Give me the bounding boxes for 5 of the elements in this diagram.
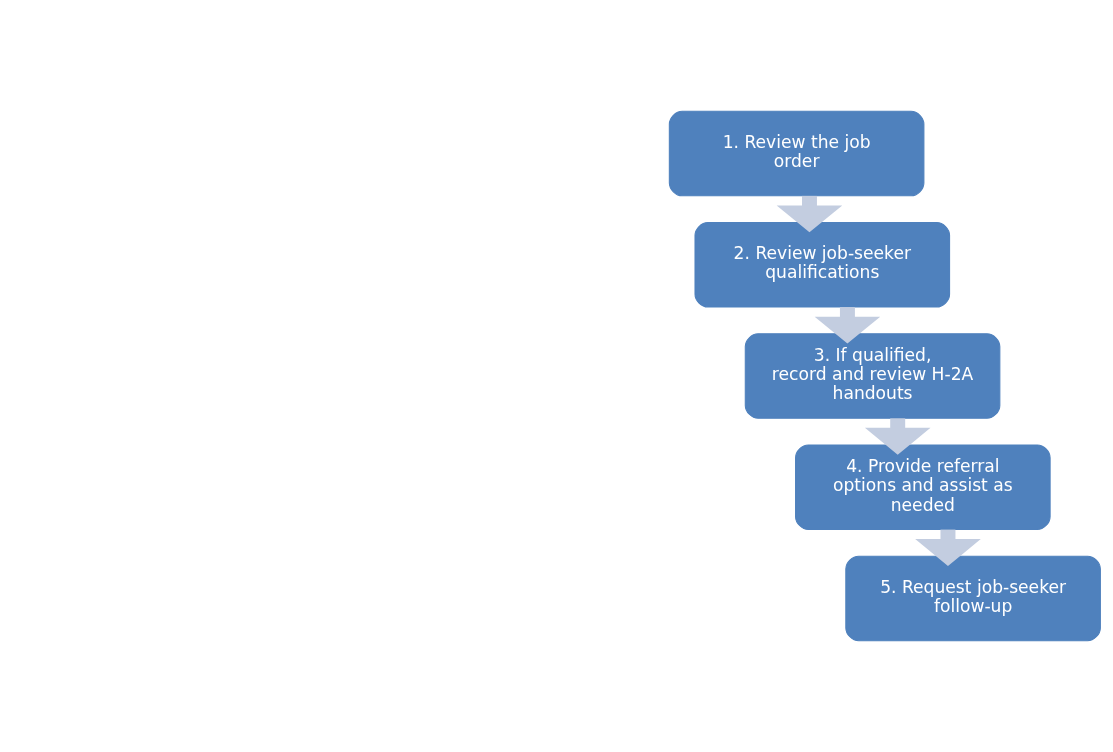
- node-box: 2. Review job-seeker qualifications: [694, 221, 951, 308]
- node-box: 4. Provide referral options and assist as needed: [795, 444, 1051, 531]
- node-box: 3. If qualified, record and review H-2A handouts: [744, 333, 1001, 419]
- node-box: 1. Review the job order: [668, 110, 925, 197]
- node-box: 5. Request job-seeker follow-up: [845, 555, 1101, 642]
